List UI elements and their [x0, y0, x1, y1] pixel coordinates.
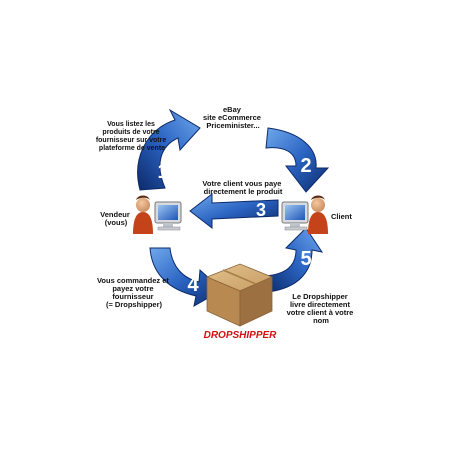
seller-person-icon — [133, 195, 153, 234]
step-5-label: Le Dropshipper livre directement votre c… — [287, 292, 356, 325]
arrow-step-5 — [265, 227, 324, 293]
step-2-number: 2 — [300, 155, 311, 177]
client-label: Client — [331, 212, 352, 221]
seller-computer-icon — [154, 201, 182, 231]
client-person-icon — [308, 195, 328, 234]
step-4-label: Vous commandez et payez votre fournisseu… — [97, 276, 171, 309]
client-computer-icon — [281, 201, 309, 231]
arrow-step-1 — [137, 108, 201, 191]
arrow-step-2 — [265, 127, 330, 193]
step-4-number: 4 — [187, 274, 199, 296]
step-3-number: 3 — [256, 200, 266, 220]
step-2-label: eBay site eCommerce Priceminister... — [203, 105, 263, 130]
step-1-number: 1 — [157, 161, 168, 183]
arrow-step-3 — [189, 192, 279, 230]
package-box-icon — [205, 263, 274, 327]
seller-label: Vendeur (vous) — [100, 210, 132, 227]
seller-actor — [133, 195, 182, 234]
step-3-label: Votre client vous paye directement le pr… — [202, 179, 283, 196]
step-1-label: Vous listez les produits de votre fourni… — [96, 121, 168, 152]
step-5-number: 5 — [300, 248, 311, 270]
client-actor — [281, 195, 328, 234]
dropshipper-label: DROPSHIPPER — [204, 330, 278, 341]
